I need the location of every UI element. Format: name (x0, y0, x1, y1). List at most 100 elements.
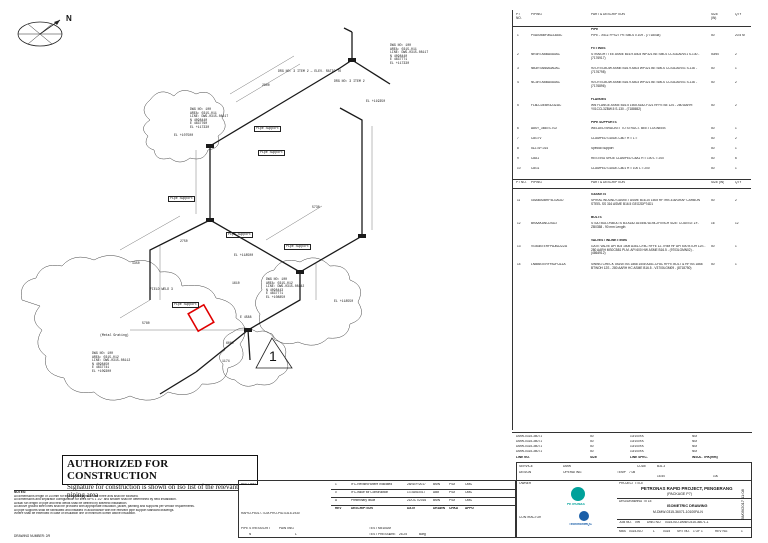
petronas-brand: PETRONAS (567, 503, 585, 506)
ref-table-cell: DMW-0315-36071 (516, 440, 542, 443)
note-line: All pipe supports shall be fabricated an… (14, 508, 175, 512)
bom-item-number: 3 (517, 67, 519, 70)
support-tag: Pipe Support (226, 232, 253, 238)
triangle-marker-label: 1 (269, 348, 277, 364)
titleblock-lower-cell: 0315-ISO (629, 530, 643, 533)
bom-item-code: C8G1 (531, 167, 540, 170)
elevation-label: EL +107500 (174, 133, 194, 137)
revision-header: DRAWN (433, 507, 446, 510)
ref-table-header: LINE SPEC. (630, 456, 648, 459)
ref-table-header: SIZE (590, 456, 598, 459)
ref-table-cell: DMW-0315-36071 (516, 435, 542, 438)
bom-item-code: P0A00BBF0B2Z3A5C (531, 34, 563, 37)
bom-item-number: 13 (517, 245, 521, 248)
bom-column-header: PIPING (531, 181, 542, 184)
bom-item-qty: 1 (735, 245, 737, 248)
dimension-label: 5730 (312, 205, 320, 209)
revision-app: OMU (465, 499, 473, 502)
bom-item-qty: 1 (735, 127, 737, 130)
drawing-subtitle: M-DMW-0315-36071-10100FA-N (653, 510, 703, 514)
dimension-label: 1610 (232, 281, 240, 285)
bom-item-code: LNBBBTERFPAJFUZZA (531, 263, 566, 266)
ref-dwg-value: RAPID-P5017-TCM-PRO-PID-0315-1930 (241, 512, 300, 515)
revision-by: BMN (433, 499, 441, 502)
bom-item-code: 512-SP-014 (531, 147, 549, 150)
revision-by: BMN (433, 483, 441, 486)
note-line: Where shall be extended in case of insul… (14, 512, 136, 516)
ref-table-cell: N/A (692, 450, 698, 453)
bom-item-qty: 1 (735, 263, 737, 266)
bom-item-size: 50 (711, 67, 715, 70)
compass-north-label: N (66, 14, 72, 23)
revision-header: APPD (465, 507, 474, 510)
bom-item-description: Special Support (591, 147, 614, 150)
bom-item-description: CLAMPED GUIDE-C801 H = 100 L = 200 (591, 167, 650, 170)
bom-item-code: NR3R7ABBA0A0AC (531, 53, 561, 56)
north-compass-icon (17, 19, 63, 47)
revision-extra: TEST PRESSURE (369, 533, 396, 536)
elevation-label: EL +119350 (366, 99, 386, 103)
dimension-label: 2750 (180, 239, 188, 243)
bom-item-description: GATE VALVE API 603 150# A351-CF8C RFFE 1… (591, 245, 706, 256)
notes-block: NOTES: All dimensions length of 100mm fo… (14, 490, 238, 539)
titleblock-lower-cell: 1 OF 1 (693, 530, 703, 533)
ref-table-cell: 50 (590, 450, 594, 453)
bom-item-qty: 2 (735, 199, 737, 202)
bom-item-number: 7 (517, 137, 519, 140)
bom-item-size: 50 (711, 263, 715, 266)
dimension-label: 6000 (226, 341, 234, 345)
bom-item-size: 16 (711, 222, 715, 225)
revision-extra: Barg (419, 533, 426, 536)
line-reference-table: DMW-0315-36071 50 10/100FA N/A DMW-0315-3607… (512, 432, 752, 463)
support-tag: Pipe Support (254, 126, 281, 132)
ref-table-cell: 10/100FA (630, 440, 644, 443)
side-timestamp: 28/09/2017 11:08 (740, 489, 745, 520)
bom-item-number: 1 (517, 34, 519, 37)
bom-item-code: FL8LCDEBR3Z3ZAC (531, 104, 562, 107)
revision-date: 21/OCT/2016 (407, 499, 427, 502)
bom-item-number: 6 (517, 127, 519, 130)
bom-item-size: 50 (711, 157, 715, 160)
revision-extra: PAINTING (279, 527, 294, 530)
revision-extra: N (249, 533, 252, 536)
bom-item-qty: 2 (735, 137, 737, 140)
ref-table-cell: 10/100FA (630, 450, 644, 453)
authorized-title: AUTHORIZED FOR CONSTRUCTION (67, 458, 169, 482)
revision-desc: IFC-Revised where Indicated (351, 483, 393, 486)
revision-date: 28/SEP/2017 (407, 483, 426, 486)
titleblock-lower-cell: 1 (741, 530, 743, 533)
bom-item-size: 50/50 (711, 53, 719, 56)
bom-item-number: 11 (517, 199, 521, 202)
bom-item-number: 9 (517, 157, 519, 160)
bill-of-materials: PT NO. PIPING PART & DESCRIPTION SIZE (I… (512, 10, 751, 430)
bom-item-description: STRAIGHT TEE ASME B16.9 A403 WP321 BE SM… (591, 53, 700, 60)
revision-chk: PSA (449, 483, 456, 486)
titleblock-lower-cell: REV NO. (715, 530, 729, 533)
dimension-label: 2800 (262, 83, 270, 87)
callout: DRG NO: 3 ITEM 2 (334, 79, 365, 83)
bom-item-qty: 2 (735, 53, 737, 56)
dimension-label: 5780 (142, 321, 150, 325)
bom-item-number: 14 (517, 263, 521, 266)
bom-item-qty: 2 (735, 81, 737, 84)
ref-table-cell: N/A (692, 445, 698, 448)
bom-item-qty: 1 (735, 167, 737, 170)
bom-item-description: RESTING SHOE CLAMPED C8A1 H = 100 L = 20… (591, 157, 664, 160)
revision-rev: 1 (335, 483, 337, 486)
bom-header: PT NO. PIPING PART & DESCRIPTION SIZE (I… (513, 10, 751, 27)
bom-item-code: NC3R7ABBA0A0AC (531, 81, 561, 84)
ref-table-cell: 10/100FA (630, 445, 644, 448)
ref-table-cell: N/A (692, 435, 698, 438)
bom-item-description: SPIRAL WOUND GASKET ASME B16.20 150# RFT… (591, 199, 700, 206)
bom-item-qty: 1 (735, 67, 737, 70)
bom-item-number: 2 (517, 53, 519, 56)
revision-rev: 0 (335, 491, 337, 494)
bom-item-qty: 1 (735, 147, 737, 150)
ref-table-cell: 50 (590, 445, 594, 448)
bom-column-header: PT NO. (516, 181, 527, 184)
bom-item-size: 50 (711, 167, 715, 170)
support-tag: Pipe Support (168, 196, 195, 202)
isometric-lines (17, 19, 391, 401)
revision-extra: 25.25 (399, 533, 407, 536)
